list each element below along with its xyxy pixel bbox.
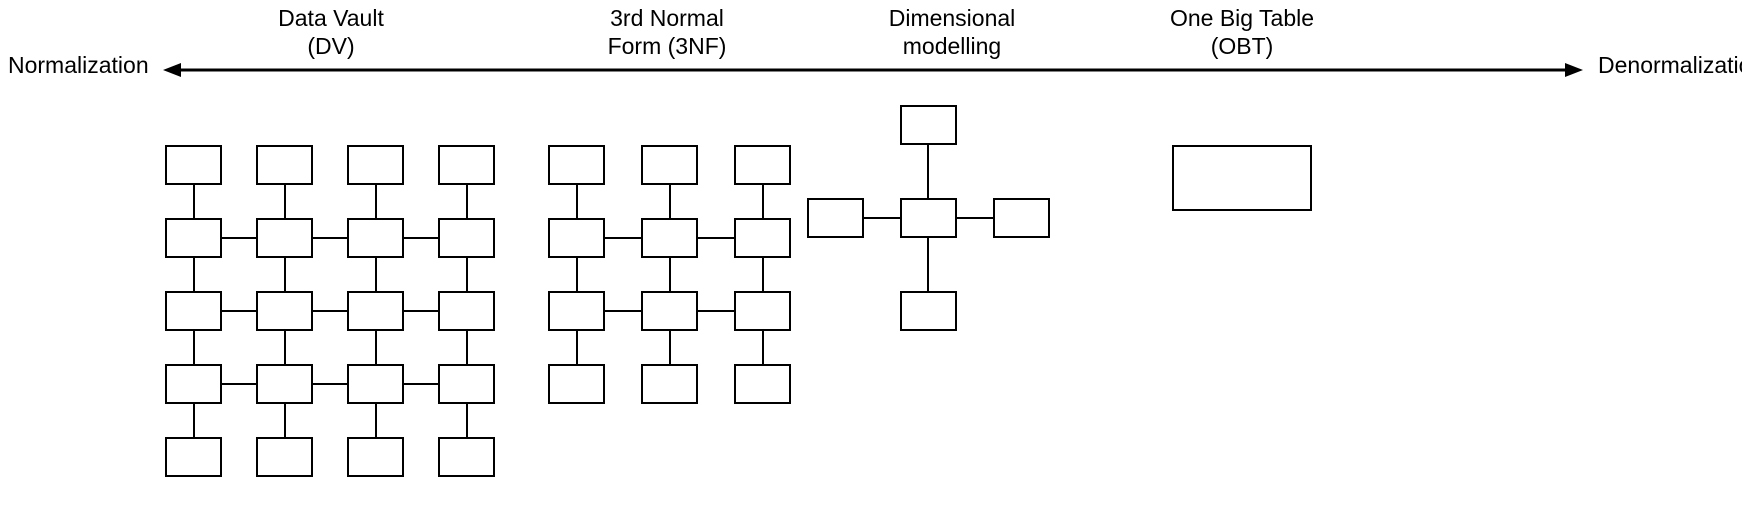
node-connector-vertical <box>575 331 578 364</box>
node-connector-horizontal <box>956 217 993 219</box>
node-connector-horizontal <box>222 237 256 239</box>
node-connector-horizontal <box>698 310 734 312</box>
node-connector-horizontal <box>313 237 347 239</box>
node-box <box>256 218 313 258</box>
node-connector-vertical <box>761 185 764 218</box>
dimension-table-box <box>992 198 1050 238</box>
node-connector-vertical <box>761 331 764 364</box>
node-connector-vertical <box>192 331 195 364</box>
stage-label-third-normal-form: 3rd Normal Form (3NF) <box>607 5 727 59</box>
node-connector-horizontal <box>605 237 641 239</box>
node-box <box>347 145 404 185</box>
node-box <box>438 218 495 258</box>
node-box <box>548 291 605 331</box>
node-connector-vertical <box>668 331 671 364</box>
node-connector-vertical <box>374 331 377 364</box>
node-box <box>641 218 698 258</box>
node-connector-vertical <box>374 185 377 218</box>
node-box <box>256 437 313 477</box>
node-box <box>641 145 698 185</box>
node-connector-vertical <box>283 185 286 218</box>
axis-label-normalization: Normalization <box>8 52 149 78</box>
node-connector-horizontal <box>404 310 438 312</box>
node-connector-vertical <box>465 404 468 437</box>
node-box <box>548 364 605 404</box>
node-connector-vertical <box>668 185 671 218</box>
node-connector-horizontal <box>605 310 641 312</box>
node-connector-vertical <box>192 404 195 437</box>
node-connector-horizontal <box>222 310 256 312</box>
node-connector-vertical <box>374 258 377 291</box>
node-box <box>165 145 222 185</box>
node-connector-horizontal <box>863 217 900 219</box>
node-connector-horizontal <box>698 237 734 239</box>
node-box <box>438 437 495 477</box>
node-box <box>548 145 605 185</box>
node-connector-vertical <box>192 185 195 218</box>
one-big-table-box <box>1172 145 1312 211</box>
stage-label-one-big-table: One Big Table (OBT) <box>1169 5 1315 59</box>
node-box <box>165 291 222 331</box>
node-connector-vertical <box>761 258 764 291</box>
node-connector-vertical <box>283 404 286 437</box>
node-connector-vertical <box>465 185 468 218</box>
node-box <box>734 218 791 258</box>
node-box <box>734 291 791 331</box>
node-connector-vertical <box>668 258 671 291</box>
node-box <box>256 145 313 185</box>
node-box <box>347 364 404 404</box>
node-connector-horizontal <box>313 310 347 312</box>
node-box <box>347 218 404 258</box>
node-box <box>641 291 698 331</box>
node-connector-vertical <box>927 145 929 198</box>
fact-table-box <box>899 198 957 238</box>
axis-label-denormalization: Denormalization <box>1598 52 1742 78</box>
node-box <box>165 437 222 477</box>
node-connector-vertical <box>575 185 578 218</box>
node-connector-vertical <box>374 404 377 437</box>
node-connector-horizontal <box>313 383 347 385</box>
node-box <box>438 364 495 404</box>
node-connector-vertical <box>575 258 578 291</box>
node-connector-horizontal <box>404 383 438 385</box>
dimension-table-box <box>899 105 957 145</box>
node-connector-vertical <box>192 258 195 291</box>
node-box <box>347 291 404 331</box>
node-box <box>548 218 605 258</box>
node-connector-horizontal <box>222 383 256 385</box>
node-box <box>347 437 404 477</box>
node-connector-vertical <box>283 258 286 291</box>
node-connector-vertical <box>927 238 929 291</box>
node-connector-vertical <box>465 258 468 291</box>
node-box <box>438 291 495 331</box>
node-connector-horizontal <box>404 237 438 239</box>
node-box <box>256 364 313 404</box>
dimension-table-box <box>899 291 957 331</box>
node-box <box>734 364 791 404</box>
dimension-table-box <box>806 198 864 238</box>
node-box <box>641 364 698 404</box>
node-box <box>256 291 313 331</box>
stage-label-data-vault: Data Vault (DV) <box>278 5 384 59</box>
node-box <box>165 218 222 258</box>
node-connector-vertical <box>465 331 468 364</box>
node-box <box>165 364 222 404</box>
node-box <box>734 145 791 185</box>
stage-label-dimensional-modelling: Dimensional modelling <box>888 5 1016 59</box>
node-connector-vertical <box>283 331 286 364</box>
node-box <box>438 145 495 185</box>
